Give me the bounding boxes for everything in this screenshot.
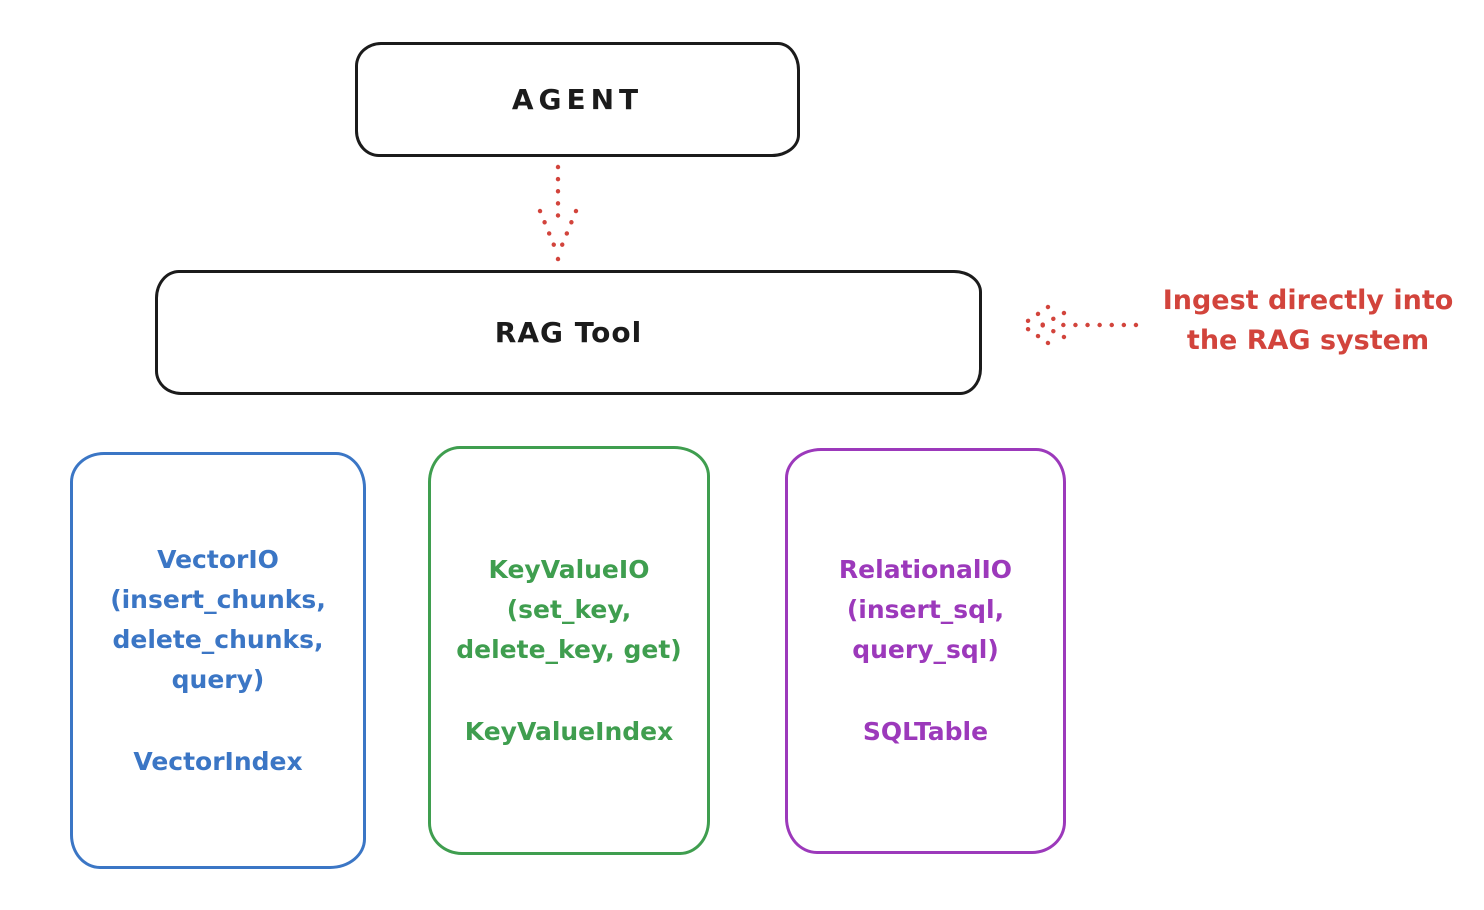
agent-label: AGENT (511, 83, 644, 116)
io-line: query) (171, 664, 265, 694)
relational-io-box: RelationalIO (insert_sql, query_sql) SQL… (785, 448, 1066, 854)
vector-io-box: VectorIO (insert_chunks, delete_chunks, … (70, 452, 366, 869)
ingest-annotation-line2: the RAG system (1186, 325, 1430, 356)
agent-box: AGENT (355, 42, 800, 157)
keyvalue-io-box: KeyValueIO (set_key, delete_key, get) Ke… (428, 446, 710, 855)
ingest-annotation: Ingest directly into the RAG system (1140, 281, 1476, 361)
io-line: (insert_sql, (846, 595, 1005, 624)
io-line: query_sql) (852, 635, 999, 664)
sql-table-label: SQLTable (862, 717, 989, 746)
agent-to-rag-arrow-icon (537, 164, 579, 262)
io-line: VectorIO (157, 544, 279, 574)
rag-tool-label: RAG Tool (494, 316, 643, 349)
vector-index-label: VectorIndex (133, 746, 303, 776)
relational-io-lines: RelationalIO (insert_sql, query_sql) (839, 550, 1012, 670)
ingest-arrow-icon (1019, 304, 1139, 346)
io-line: delete_chunks, (112, 624, 324, 654)
rag-tool-box: RAG Tool (155, 270, 982, 395)
keyvalue-index-label: KeyValueIndex (464, 716, 674, 746)
io-line: (set_key, (506, 594, 632, 624)
vector-io-lines: VectorIO (insert_chunks, delete_chunks, … (110, 540, 326, 700)
keyvalue-io-lines: KeyValueIO (set_key, delete_key, get) (456, 550, 681, 670)
io-line: (insert_chunks, (110, 584, 326, 614)
io-line: delete_key, get) (456, 634, 682, 664)
io-line: RelationalIO (838, 555, 1013, 584)
io-line: KeyValueIO (488, 554, 650, 584)
ingest-annotation-line1: Ingest directly into (1162, 285, 1454, 316)
